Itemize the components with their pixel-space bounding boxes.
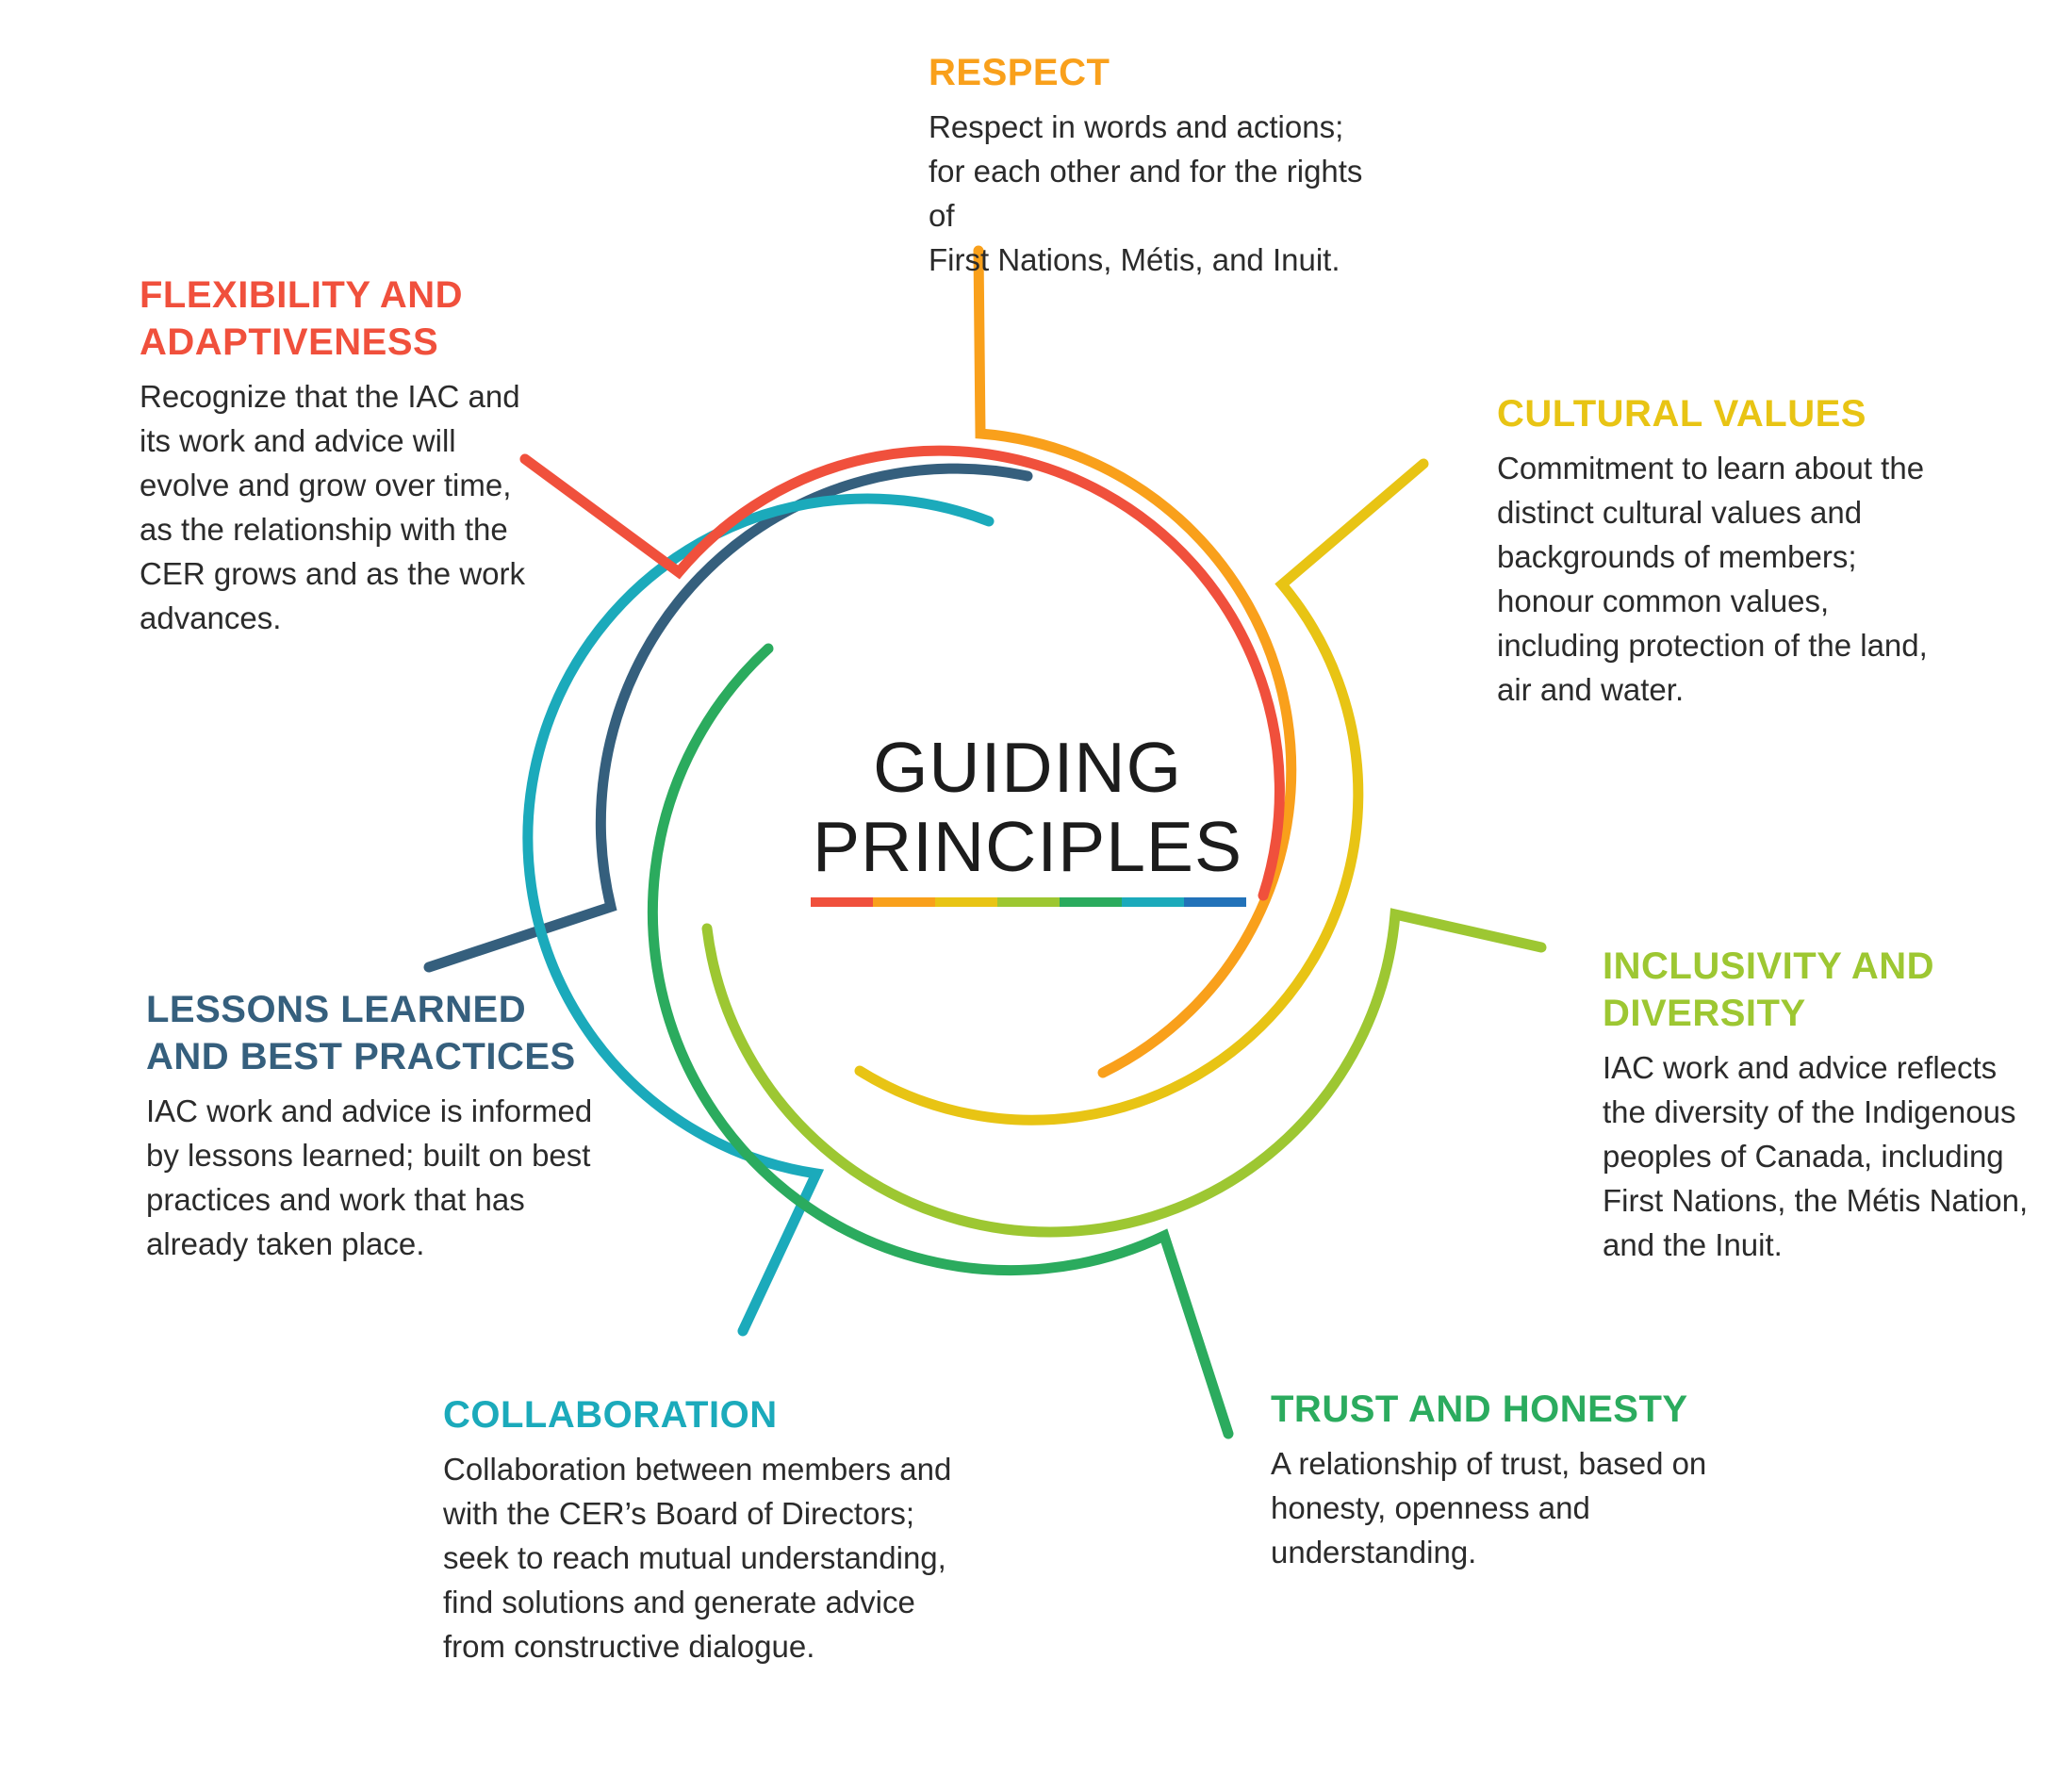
principle-trust-honesty-heading: TRUST AND HONESTY [1271,1389,1688,1430]
principle-cultural-values-heading: CULTURAL VALUES [1497,393,1866,435]
lessons-learned-spiral-arc [423,463,1033,973]
title-underline-segment-5 [1122,897,1184,907]
principle-inclusivity-diversity-body: IAC work and advice reflects the diversi… [1603,1050,2029,1262]
principle-flexibility-adaptiveness: FLEXIBILITY AND ADAPTIVENESS Recognize t… [140,271,554,640]
title-underline-segment-1 [873,897,935,907]
trust-honesty-spiral-arc [647,643,1234,1439]
principle-inclusivity-diversity: INCLUSIVITY AND DIVERSITY IAC work and a… [1603,943,2036,1267]
principle-flexibility-adaptiveness-body: Recognize that the IAC and its work and … [140,379,526,635]
center-title-line2: PRINCIPLES [813,807,1242,886]
title-underline [811,897,1246,907]
principle-lessons-learned: LESSONS LEARNED AND BEST PRACTICES IAC w… [146,986,608,1266]
principle-trust-honesty: TRUST AND HONESTY A relationship of trus… [1271,1386,1723,1574]
principle-respect: RESPECT Respect in words and actions; fo… [929,49,1390,282]
title-underline-segment-4 [1060,897,1122,907]
principle-respect-body: Respect in words and actions; for each o… [929,109,1363,277]
flexibility-adaptiveness-spiral-arc [519,445,1285,901]
principle-respect-heading: RESPECT [929,52,1110,93]
center-title-line1: GUIDING [873,728,1182,807]
title-underline-segment-3 [997,897,1060,907]
principle-collaboration: COLLABORATION Collaboration between memb… [443,1391,971,1668]
principle-inclusivity-diversity-heading: INCLUSIVITY AND DIVERSITY [1603,945,1934,1034]
collaboration-spiral-arc [522,493,995,1337]
center-title: GUIDING PRINCIPLES [782,728,1273,886]
title-underline-segment-2 [935,897,997,907]
principle-flexibility-adaptiveness-heading: FLEXIBILITY AND ADAPTIVENESS [140,274,464,363]
inclusivity-diversity-spiral-arc [701,908,1547,1238]
cultural-values-spiral-arc [854,458,1429,1126]
principle-cultural-values-body: Commitment to learn about the distinct c… [1497,451,1928,707]
principle-cultural-values: CULTURAL VALUES Commitment to learn abou… [1497,390,1949,712]
title-underline-segment-6 [1184,897,1246,907]
title-underline-segment-0 [811,897,873,907]
principle-lessons-learned-body: IAC work and advice is informed by lesso… [146,1093,593,1261]
respect-spiral-arc [973,245,1297,1078]
principle-lessons-learned-heading: LESSONS LEARNED AND BEST PRACTICES [146,989,576,1077]
principle-collaboration-heading: COLLABORATION [443,1394,778,1436]
principle-collaboration-body: Collaboration between members and with t… [443,1452,952,1664]
principle-trust-honesty-body: A relationship of trust, based on honest… [1271,1446,1707,1570]
